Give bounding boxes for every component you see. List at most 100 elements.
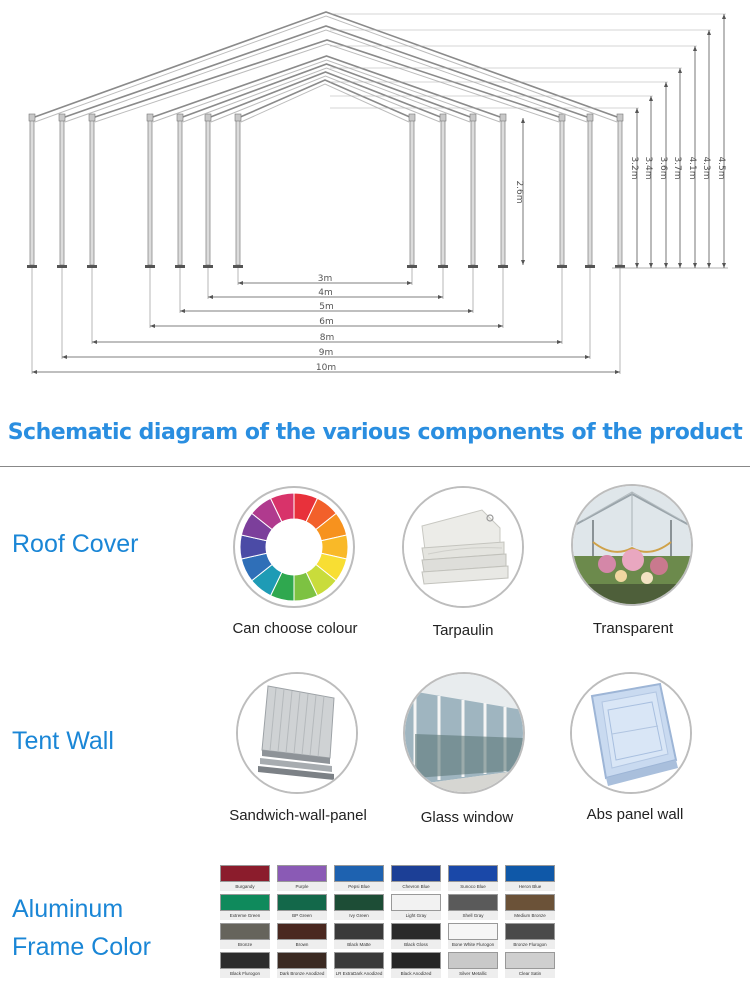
swatch-name: Purple	[277, 882, 327, 891]
width-label: 6m	[319, 317, 334, 327]
aluminum-frame-color-label-line1: Aluminum	[12, 895, 124, 923]
color-swatch: Pepsi Blue	[334, 865, 384, 891]
swatch-name: Dark Bronze Anodized	[277, 969, 327, 978]
color-swatch: Medium Bronze	[505, 894, 555, 920]
color-swatch: Clear Satin	[505, 952, 555, 978]
swatch-color-box	[220, 952, 270, 969]
peak-height-label: 3.6m	[658, 156, 668, 179]
tent-frame	[87, 39, 567, 268]
glass-window-icon	[403, 672, 525, 794]
swatch-color-box	[391, 952, 441, 969]
width-label: 10m	[316, 363, 336, 373]
swatch-color-box	[505, 894, 555, 911]
color-swatch: Bone White Flurogon	[448, 923, 498, 949]
width-dimension: 8m	[91, 268, 563, 344]
tent-wall-label: Tent Wall	[12, 727, 114, 755]
swatch-color-box	[220, 865, 270, 882]
swatch-name: Sunoco Blue	[448, 882, 498, 891]
tent-frames	[27, 11, 625, 268]
aluminum-frame-color-label-line2: Frame Color	[12, 933, 151, 961]
folded-tarpaulin-icon	[402, 486, 524, 608]
width-label: 8m	[320, 333, 335, 343]
color-swatch: LR ExtraDark Anodized	[334, 952, 384, 978]
side-height-label: 2.6m	[514, 180, 524, 203]
swatch-color-box	[334, 894, 384, 911]
color-swatch: Bronze Flurogon	[505, 923, 555, 949]
swatch-color-box	[391, 894, 441, 911]
tent-frame	[175, 63, 478, 268]
swatch-color-box	[505, 865, 555, 882]
peak-height-label: 4.3m	[701, 156, 711, 179]
color-swatch: Chevron Blue	[391, 865, 441, 891]
abs-panel-icon	[570, 672, 692, 794]
swatch-name: Ivy Green	[334, 911, 384, 920]
roof-cover-label: Roof Cover	[12, 530, 139, 558]
swatch-name: Black Matte	[334, 940, 384, 949]
color-swatch: Purple	[277, 865, 327, 891]
width-dimension: 3m	[237, 268, 413, 285]
peak-height-label: 3.4m	[643, 156, 653, 179]
swatch-name: BP Green	[277, 911, 327, 920]
swatch-color-box	[448, 894, 498, 911]
color-swatch: Black Matte	[334, 923, 384, 949]
peak-height-dimension: 3.6m	[330, 81, 668, 268]
width-dimension: 10m	[31, 268, 621, 374]
color-swatch: Ivy Green	[334, 894, 384, 920]
swatch-name: Bronze	[220, 940, 270, 949]
peak-height-dimension: 3.7m	[330, 67, 682, 268]
tent-frame	[57, 25, 595, 268]
caption-abs-panel-wall: Abs panel wall	[586, 806, 684, 823]
color-swatch: BP Green	[277, 894, 327, 920]
width-dimension: 5m	[179, 268, 474, 313]
swatch-name: Clear Satin	[505, 969, 555, 978]
peak-height-dimension: 3.4m	[330, 95, 653, 268]
transparent-tent-icon	[571, 484, 693, 606]
swatch-name: Brown	[277, 940, 327, 949]
swatch-color-box	[505, 952, 555, 969]
swatch-color-box	[334, 952, 384, 969]
color-swatch: Burgandy	[220, 865, 270, 891]
color-swatch: Shell Gray	[448, 894, 498, 920]
color-swatch: Bronze	[220, 923, 270, 949]
swatch-name: Light Gray	[391, 911, 441, 920]
color-swatch: Black Anodized	[391, 952, 441, 978]
tent-frame	[27, 11, 625, 268]
color-swatch: Sunoco Blue	[448, 865, 498, 891]
swatch-name: LR ExtraDark Anodized	[334, 969, 384, 978]
width-label: 5m	[319, 302, 334, 312]
caption-can-choose-colour: Can choose colour	[232, 620, 358, 637]
headline: Schematic diagram of the various compone…	[7, 420, 743, 445]
swatch-color-box	[277, 894, 327, 911]
swatch-color-box	[334, 923, 384, 940]
swatch-color-box	[391, 923, 441, 940]
swatch-color-box	[505, 923, 555, 940]
swatch-name: Black Gloss	[391, 940, 441, 949]
caption-glass-window: Glass window	[420, 809, 514, 826]
color-swatch: Black Gloss	[391, 923, 441, 949]
width-label: 9m	[319, 348, 334, 358]
swatch-name: Shell Gray	[448, 911, 498, 920]
color-wheel-icon	[233, 486, 355, 608]
color-swatch: Dark Bronze Anodized	[277, 952, 327, 978]
swatch-color-box	[277, 923, 327, 940]
tent-frame	[145, 55, 508, 268]
swatch-color-box	[220, 923, 270, 940]
swatch-color-box	[391, 865, 441, 882]
color-swatch: Light Gray	[391, 894, 441, 920]
color-swatch: Brown	[277, 923, 327, 949]
swatch-name: Silver Metallic	[448, 969, 498, 978]
width-dimension: 4m	[207, 268, 444, 299]
swatch-color-box	[448, 923, 498, 940]
swatch-name: Pepsi Blue	[334, 882, 384, 891]
peak-height-label: 3.2m	[629, 156, 639, 179]
width-dimension: 9m	[61, 268, 591, 359]
swatch-name: Burgandy	[220, 882, 270, 891]
swatch-color-box	[277, 952, 327, 969]
peak-height-dimension: 3.2m	[330, 107, 639, 268]
frame-color-swatches: Burgandy Purple Pepsi Blue Chevron Blue Suno…	[220, 865, 560, 985]
swatch-name: Chevron Blue	[391, 882, 441, 891]
caption-transparent: Transparent	[592, 620, 674, 637]
